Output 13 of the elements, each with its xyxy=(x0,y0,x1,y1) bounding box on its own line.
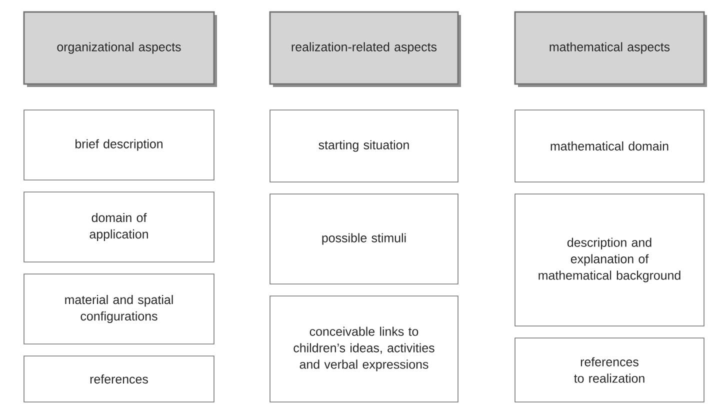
header-box: mathematical aspects xyxy=(514,11,707,87)
text-box: starting situation xyxy=(270,110,458,182)
header-box: realization-related aspects xyxy=(269,11,461,87)
text-box: domain of application xyxy=(24,192,214,262)
text-box: possible stimuli xyxy=(270,194,458,284)
text-box: mathematical domain xyxy=(514,110,704,182)
header-box: organizational aspects xyxy=(23,11,217,87)
text-box: description and explanation of mathematical background xyxy=(514,194,704,326)
text-box: references to realization xyxy=(514,338,704,402)
text-box: brief description xyxy=(24,110,214,180)
text-box: conceivable links to children’s ideas, activities and verbal expressions xyxy=(270,296,458,402)
text-box: references xyxy=(24,356,214,402)
text-box: material and spatial configurations xyxy=(24,274,214,344)
